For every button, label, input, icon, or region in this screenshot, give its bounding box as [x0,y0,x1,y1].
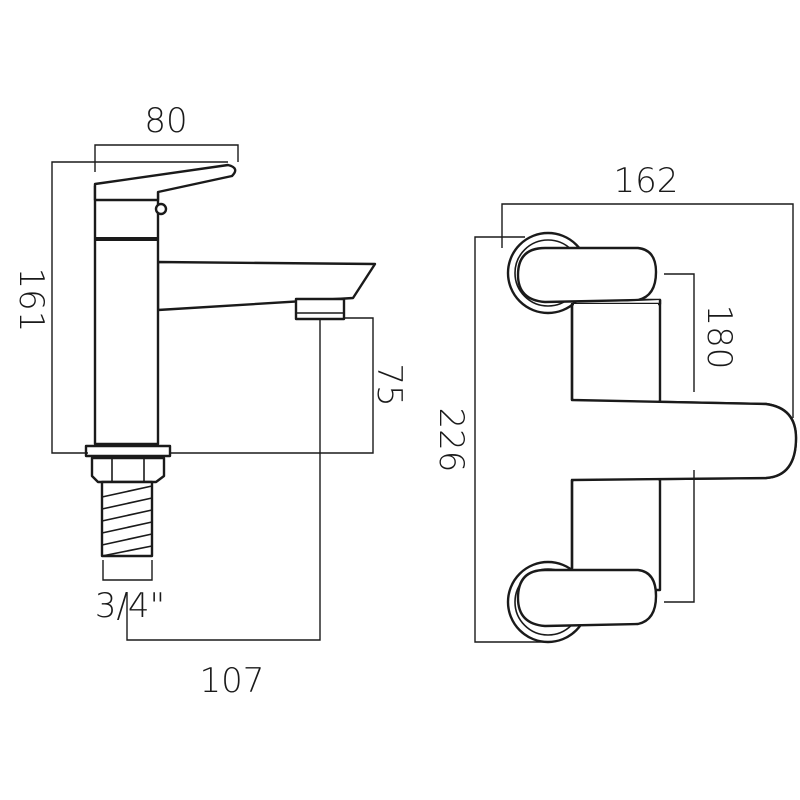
lever-handle [93,163,237,202]
top-width-label: 162 [614,161,679,201]
width-label: 80 [144,101,187,141]
side-view: 80 161 75 107 3/4" [11,101,409,701]
base-flange [84,444,172,458]
handle-pivot [154,202,168,216]
lower-lever [516,568,658,628]
threaded-shank [100,480,154,558]
top-depth-label: 226 [431,408,471,473]
top-depth-dimension: 226 [431,236,548,643]
reach-dimension: 107 [126,318,321,701]
height-dimension: 161 [11,161,228,454]
upper-lever [516,246,658,304]
reach-label: 107 [200,661,265,701]
spout-height-dimension: 75 [170,317,409,454]
hex-nut [90,456,166,484]
tap-body [93,184,160,446]
thread-dimension: 3/4" [95,560,165,626]
width-dimension: 80 [94,101,239,172]
height-label: 161 [11,268,51,333]
top-view: 162 226 180 [431,161,798,644]
centres-dimension: 180 [664,273,739,603]
centres-label: 180 [699,305,739,370]
shank-thread [101,485,153,557]
spout-height-label: 75 [369,363,409,406]
top-width-dimension: 162 [501,161,794,418]
thread-label: 3/4" [95,586,165,626]
aerator [294,297,346,321]
